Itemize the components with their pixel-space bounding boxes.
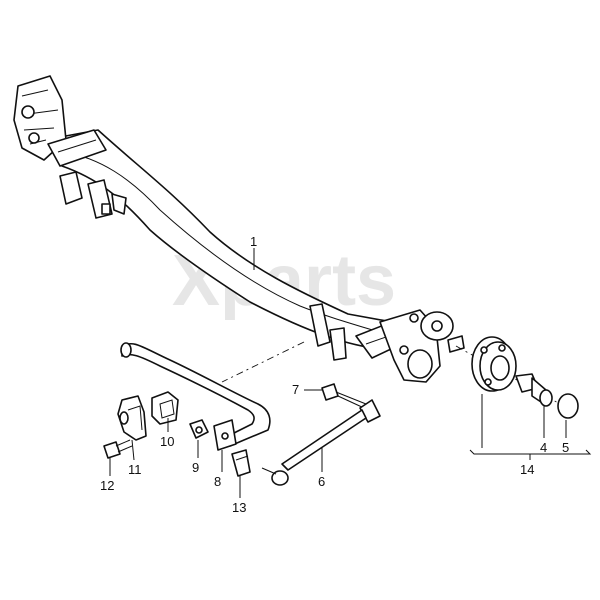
- bracket-8[interactable]: [213, 419, 237, 451]
- clip-13[interactable]: [231, 449, 251, 477]
- bolt-12[interactable]: [103, 439, 133, 459]
- wheel-hub[interactable]: [471, 336, 517, 392]
- nut-9[interactable]: [189, 419, 209, 439]
- axle-beam[interactable]: [13, 75, 415, 361]
- bush-clamp[interactable]: [117, 395, 147, 441]
- callout-8: 8: [214, 474, 221, 489]
- callout-14: 14: [520, 462, 534, 477]
- callout-12: 12: [100, 478, 114, 493]
- dust-cap[interactable]: [557, 393, 579, 419]
- callout-4: 4: [540, 440, 547, 455]
- callout-1: 1: [250, 234, 257, 249]
- bolt-7[interactable]: [321, 383, 367, 409]
- leader-lines: [109, 248, 592, 498]
- coupling-rod[interactable]: [261, 399, 381, 486]
- callout-5: 5: [562, 440, 569, 455]
- rubber-bush[interactable]: [151, 391, 179, 425]
- callout-11: 11: [128, 462, 142, 477]
- callout-7: 7: [292, 382, 299, 397]
- callout-6: 6: [318, 474, 325, 489]
- axis-line-bar: [221, 341, 305, 383]
- callout-13: 13: [232, 500, 246, 515]
- callout-10: 10: [160, 434, 174, 449]
- callout-9: 9: [192, 460, 199, 475]
- axle-nut[interactable]: [515, 373, 553, 407]
- stub-axle[interactable]: [379, 309, 465, 383]
